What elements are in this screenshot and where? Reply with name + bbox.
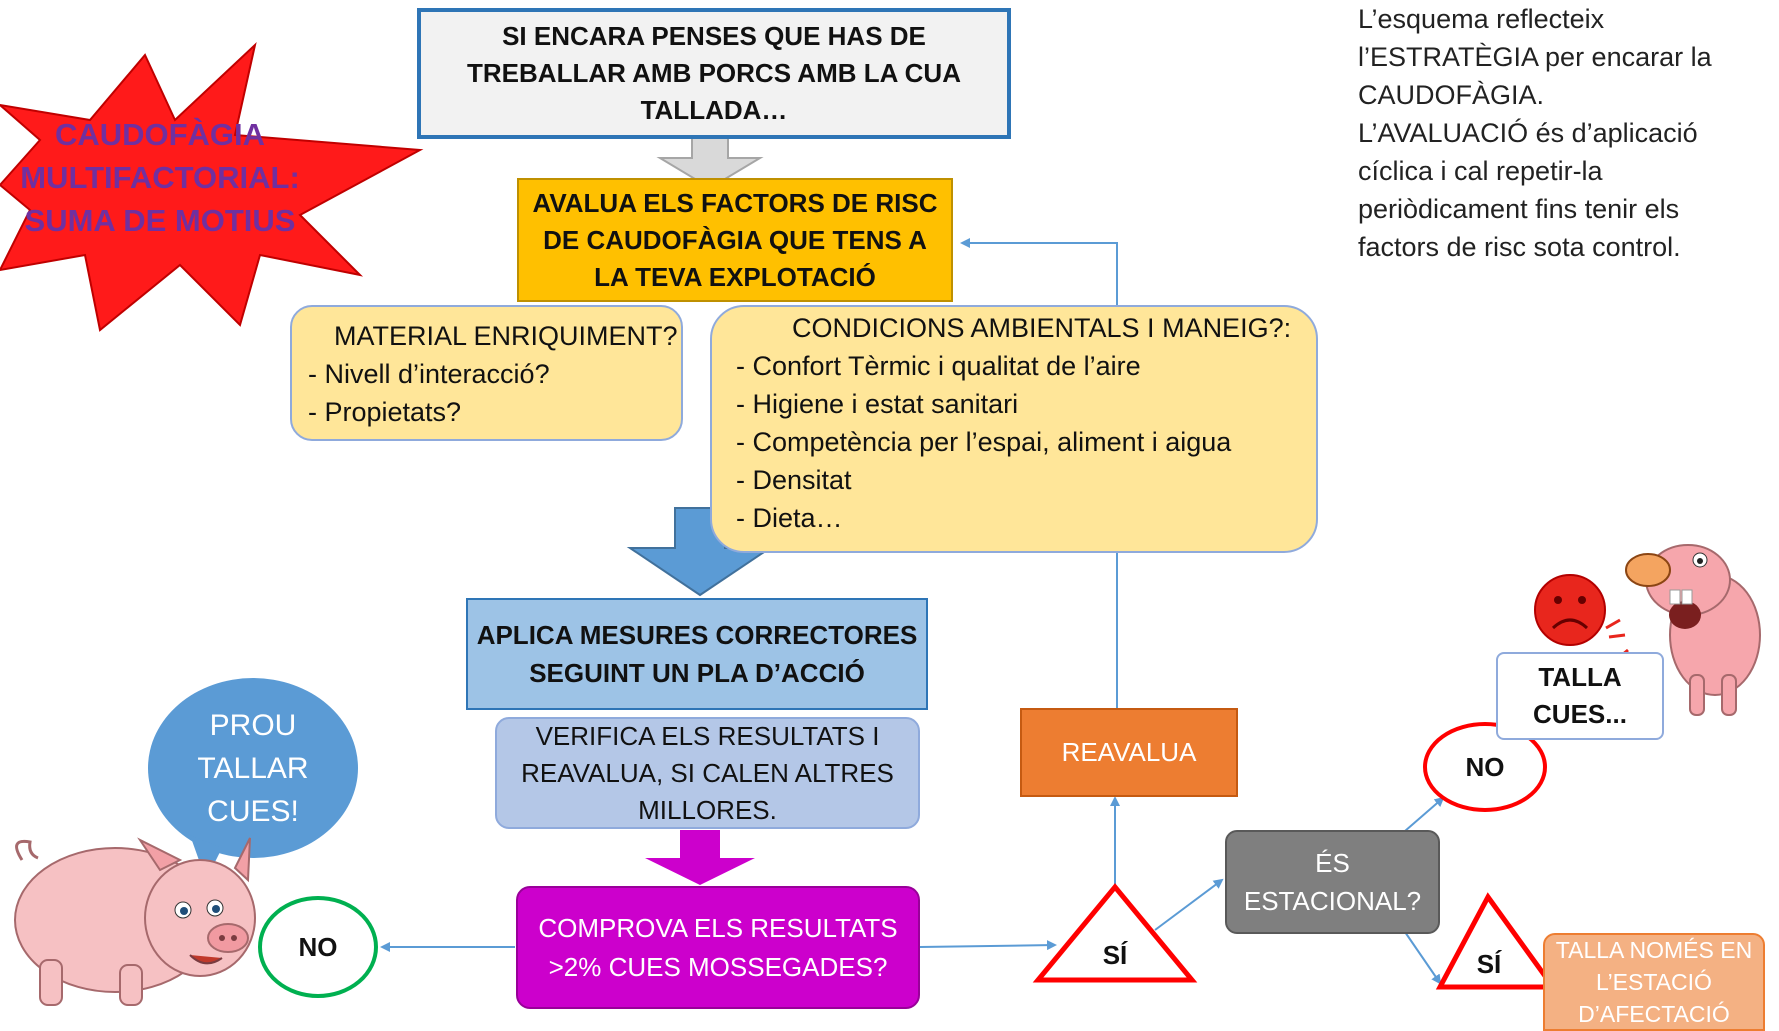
assess-risk-box: AVALUA ELS FACTORS DE RISC DE CAUDOFÀGIA… bbox=[517, 178, 953, 302]
note-line: L’AVALUACIÓ és d’aplicació bbox=[1358, 118, 1698, 148]
note-line: periòdicament fins tenir els bbox=[1358, 194, 1680, 224]
starburst-line: MULTIFACTORIAL: bbox=[20, 159, 300, 195]
no-red-circle bbox=[1423, 722, 1547, 812]
cut-season-line: TALLA NOMÉS EN bbox=[1555, 937, 1753, 963]
bubble-line: TALLAR bbox=[197, 751, 309, 785]
speech-bubble-tail bbox=[190, 835, 222, 880]
starburst-shape bbox=[0, 42, 424, 332]
verify-line: MILLORES. bbox=[638, 794, 777, 825]
assess-line: AVALUA ELS FACTORS DE RISC bbox=[532, 187, 938, 218]
enrichment-box: MATERIAL ENRIQUIMENT? - Nivell d’interac… bbox=[290, 305, 683, 441]
reassess-box: REAVALUA bbox=[1020, 708, 1238, 797]
starburst-line: SUMA DE MOTIUS bbox=[24, 202, 296, 238]
seasonal-line: ESTACIONAL? bbox=[1243, 886, 1422, 916]
note-line: CAUDOFÀGIA. bbox=[1358, 80, 1545, 110]
angry-pig-illustration bbox=[1605, 544, 1761, 716]
si-2-text: SÍ bbox=[1476, 948, 1502, 979]
note-line: cíclica i cal repetir-la bbox=[1358, 156, 1603, 186]
intro-line: TALLADA… bbox=[640, 95, 788, 125]
intro-line: TREBALLAR AMB PORCS AMB LA CUA bbox=[467, 58, 961, 88]
si-1-text: SÍ bbox=[1102, 939, 1128, 970]
verify-line: REAVALUA, SI CALEN ALTRES bbox=[521, 757, 894, 788]
cut-tails-line: TALLA bbox=[1538, 662, 1622, 692]
happy-pig-illustration bbox=[14, 837, 256, 1006]
starburst-label: CAUDOFÀGIA MULTIFACTORIAL: SUMA DE MOTIU… bbox=[10, 112, 310, 242]
sad-face-icon bbox=[1534, 574, 1606, 646]
connector-seasonal-to-si bbox=[1404, 931, 1442, 985]
no-red-text: NO bbox=[1465, 751, 1505, 782]
conditions-item: - Densitat bbox=[736, 465, 852, 495]
no-green-text: NO bbox=[298, 931, 338, 962]
enrichment-item: - Propietats? bbox=[308, 397, 462, 427]
conditions-item: - Higiene i estat sanitari bbox=[736, 389, 1019, 419]
speech-bubble-text: PROU TALLAR CUES! bbox=[168, 702, 338, 834]
assess-line: LA TEVA EXPLOTACIÓ bbox=[594, 261, 876, 292]
no-red-label: NO bbox=[1435, 745, 1535, 789]
connector-reassess-to-assess bbox=[960, 238, 1118, 708]
note-line: L’esquema reflecteix bbox=[1358, 4, 1605, 34]
no-green-circle bbox=[258, 896, 378, 998]
cut-season-box: TALLA NOMÉS EN L’ESTACIÓ D’AFECTACIÓ bbox=[1543, 933, 1765, 1031]
strategy-note: L’esquema reflecteix l’ESTRATÈGIA per en… bbox=[1358, 0, 1758, 270]
apply-line: SEGUINT UN PLA D’ACCIÓ bbox=[529, 658, 865, 688]
check-line: COMPROVA ELS RESULTATS bbox=[538, 912, 898, 943]
note-line: factors de risc sota control. bbox=[1358, 232, 1681, 262]
reassess-label: REAVALUA bbox=[1061, 737, 1197, 767]
starburst-line: CAUDOFÀGIA bbox=[54, 116, 266, 152]
no-green-label: NO bbox=[270, 925, 366, 969]
enrichment-title: MATERIAL ENRIQUIMENT? bbox=[334, 321, 678, 351]
conditions-title: CONDICIONS AMBIENTALS I MANEIG?: bbox=[792, 313, 1292, 343]
apply-measures-box: APLICA MESURES CORRECTORES SEGUINT UN PL… bbox=[466, 598, 928, 710]
bubble-line: CUES! bbox=[207, 794, 299, 828]
si-triangle-2-shape bbox=[1435, 892, 1558, 990]
cut-season-line: L’ESTACIÓ bbox=[1596, 969, 1712, 995]
seasonal-line: ÉS bbox=[1315, 848, 1350, 878]
conditions-item: - Competència per l’espai, aliment i aig… bbox=[736, 427, 1232, 457]
connector-seasonal-to-no bbox=[1404, 796, 1445, 832]
connector-si-to-seasonal bbox=[1154, 878, 1224, 931]
si-triangle-2-label: SÍ bbox=[1460, 945, 1518, 983]
verify-box: VERIFICA ELS RESULTATS I REAVALUA, SI CA… bbox=[495, 717, 920, 829]
si-triangle-1-label: SÍ bbox=[1085, 935, 1145, 975]
cut-season-line: D’AFECTACIÓ bbox=[1578, 1001, 1730, 1027]
conditions-box: CONDICIONS AMBIENTALS I MANEIG?: - Confo… bbox=[710, 305, 1318, 553]
si-triangle-1-shape bbox=[1032, 883, 1198, 983]
cut-tails-box: TALLA CUES... bbox=[1496, 652, 1664, 740]
intro-line: SI ENCARA PENSES QUE HAS DE bbox=[502, 21, 926, 51]
intro-box: SI ENCARA PENSES QUE HAS DE TREBALLAR AM… bbox=[417, 8, 1011, 139]
note-line: l’ESTRATÈGIA per encarar la bbox=[1358, 42, 1712, 72]
cut-tails-line: CUES... bbox=[1533, 699, 1627, 729]
conditions-item: - Confort Tèrmic i qualitat de l’aire bbox=[736, 351, 1141, 381]
verify-line: VERIFICA ELS RESULTATS I bbox=[535, 720, 880, 751]
down-arrow-magenta bbox=[645, 830, 755, 885]
connector-check-to-si bbox=[919, 940, 1057, 951]
speech-bubble-shape bbox=[148, 678, 358, 858]
enrichment-item: - Nivell d’interacció? bbox=[308, 359, 550, 389]
conditions-item: - Dieta… bbox=[736, 503, 843, 533]
seasonal-box: ÉS ESTACIONAL? bbox=[1225, 830, 1440, 934]
check-line: >2% CUES MOSSEGADES? bbox=[548, 951, 888, 982]
apply-line: APLICA MESURES CORRECTORES bbox=[476, 620, 918, 650]
check-results-box: COMPROVA ELS RESULTATS >2% CUES MOSSEGAD… bbox=[516, 886, 920, 1009]
assess-line: DE CAUDOFÀGIA QUE TENS A bbox=[543, 224, 927, 255]
bubble-line: PROU bbox=[209, 708, 297, 742]
